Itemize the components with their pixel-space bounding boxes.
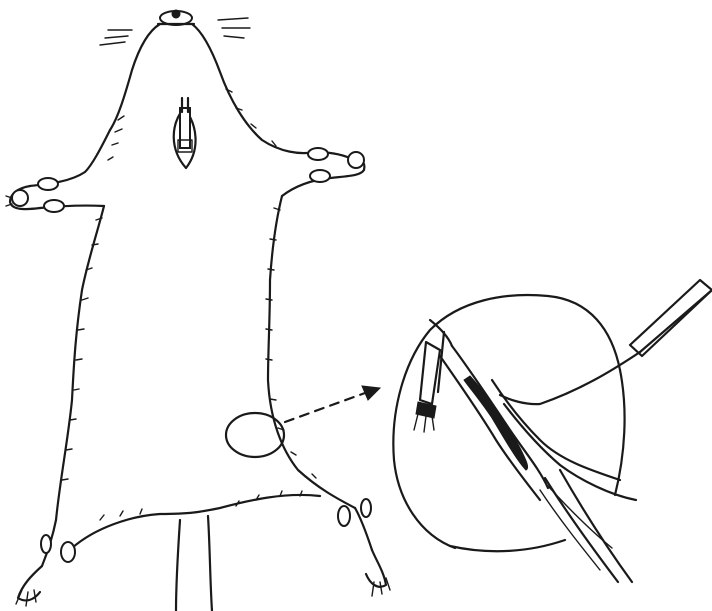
magnified-inset (393, 280, 712, 582)
fur-texture (62, 89, 316, 520)
clamp (414, 320, 452, 432)
vessel-bundle (440, 346, 612, 570)
animal-body (6, 18, 390, 611)
neck-incision (174, 98, 196, 168)
limb-pins (12, 148, 371, 562)
snout-pin (158, 10, 194, 25)
flank-incision-site (226, 413, 284, 457)
magnification-arrow (285, 386, 380, 422)
hook-probe (500, 280, 712, 404)
